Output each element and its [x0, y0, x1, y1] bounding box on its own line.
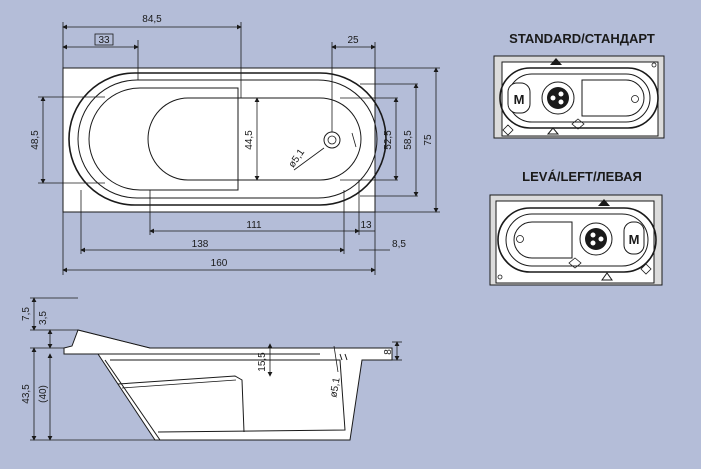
dim-43-5: 43,5	[21, 384, 32, 404]
left-motor-label: M	[629, 232, 640, 247]
dim-15-5: 15,5	[257, 352, 268, 372]
dim-13: 13	[360, 220, 372, 231]
dim-7-5: 7,5	[21, 307, 32, 321]
standard-variant: STANDARD/СТАНДАРТ M	[493, 31, 665, 139]
tub-basin-outline	[77, 79, 378, 199]
left-variant: LEVÁ/LEFT/ЛЕВАЯ M	[489, 169, 663, 286]
dim-44-5: 44,5	[244, 130, 255, 150]
drain-outer	[323, 131, 341, 149]
dim-25: 25	[347, 35, 359, 46]
tub-inner-rim	[68, 72, 387, 206]
dim-8: 8	[383, 349, 394, 355]
dim-52-5: 52,5	[383, 130, 394, 150]
standard-heading: STANDARD/СТАНДАРТ	[509, 31, 655, 46]
dim-111: 111	[246, 220, 262, 231]
side-dim-drain-diameter: ø5,1	[328, 376, 342, 398]
dim-3-5: 3,5	[38, 311, 49, 325]
dim-160: 160	[211, 258, 228, 269]
dim-84-5: 84,5	[142, 14, 162, 25]
dim-138: 138	[192, 239, 209, 250]
dim-58-5: 58,5	[403, 130, 414, 150]
dim-33: 33	[98, 35, 110, 46]
standard-motor-label: M	[514, 92, 525, 107]
top-view: 84,5 33 25 48,5 44,5 ø5,1 52,5 58,5	[30, 14, 440, 275]
dim-40: (40)	[38, 385, 49, 403]
dim-75: 75	[423, 134, 434, 146]
tub-outer-rim	[62, 67, 376, 213]
dim-8-5: 8,5	[392, 239, 406, 250]
side-tub-body	[63, 329, 393, 441]
drain-inner	[327, 135, 337, 145]
dim-48-5: 48,5	[30, 130, 41, 150]
side-view: 7,5 3,5 43,5 (40) 15,5 ø5,1 8	[21, 297, 402, 441]
left-heading: LEVÁ/LEFT/ЛЕВАЯ	[522, 169, 642, 184]
backrest-area	[147, 97, 239, 181]
